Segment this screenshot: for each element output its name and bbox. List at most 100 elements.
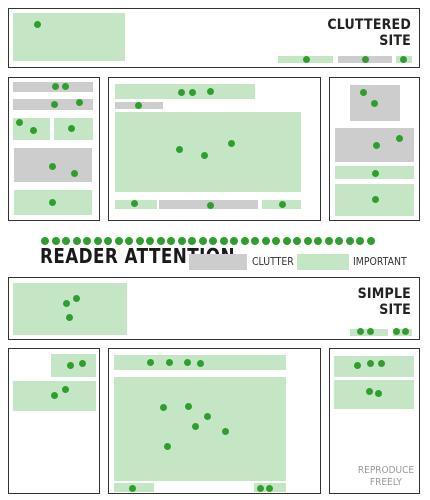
attention-row-dot <box>51 237 60 245</box>
attention-row-dot <box>219 237 228 245</box>
attention-dot <box>184 359 191 366</box>
content-body-block <box>115 112 301 192</box>
attention-dot <box>178 89 185 96</box>
attention-dot <box>135 102 142 109</box>
clutter-legend-swatch <box>189 254 247 270</box>
attention-row-dot <box>356 237 364 245</box>
clutter-legend-label: CLUTTER <box>252 255 294 268</box>
attention-dot <box>360 89 367 96</box>
attention-dot <box>366 388 373 395</box>
attention-row-dot <box>335 237 343 245</box>
sidebar-block <box>334 356 414 377</box>
attention-dot <box>73 295 80 302</box>
simple-main-content <box>108 348 321 494</box>
attention-row-dot <box>366 237 375 245</box>
simple-left-sidebar <box>8 348 100 494</box>
attention-dot <box>30 127 37 134</box>
attention-row-dot <box>282 237 291 245</box>
attention-row-dot <box>345 237 354 245</box>
cluttered-main-content <box>108 77 321 221</box>
attention-row-dot <box>72 237 81 245</box>
attention-dot <box>266 485 273 492</box>
attention-dot <box>400 56 407 63</box>
attention-dot <box>51 101 58 108</box>
attention-dot <box>67 362 74 369</box>
attention-dot <box>367 360 374 367</box>
attention-row-dot <box>177 237 186 245</box>
attention-dot <box>279 201 286 208</box>
attention-row-dot <box>62 237 70 245</box>
attention-dot <box>79 360 86 367</box>
attention-dot <box>192 423 199 430</box>
attention-dot <box>49 199 56 206</box>
sidebar-block <box>334 380 414 409</box>
cluttered-site-title: CLUTTERED SITE <box>327 17 411 49</box>
attention-dot <box>257 485 264 492</box>
content-headline-block <box>115 84 255 99</box>
attention-row-dot <box>114 237 123 245</box>
attention-row-dot <box>272 237 280 245</box>
attention-row-dot <box>41 237 49 245</box>
attention-dot <box>375 390 382 397</box>
attention-row-dot <box>303 237 312 245</box>
attention-row-dot <box>104 237 112 245</box>
attention-row-dot <box>125 237 133 245</box>
attention-dot <box>354 362 361 369</box>
attention-row-dot <box>240 237 249 245</box>
attention-dot <box>131 200 138 207</box>
attention-row-dot <box>293 237 301 245</box>
important-legend-label: IMPORTANT <box>353 255 407 268</box>
attention-dot <box>164 443 171 450</box>
attention-row-dot <box>209 237 217 245</box>
attention-row-dot <box>314 237 322 245</box>
attention-dot <box>402 328 409 335</box>
attention-dot <box>201 152 208 159</box>
attention-dot <box>76 99 83 106</box>
attention-dot <box>176 146 183 153</box>
attention-dot <box>160 404 167 411</box>
attention-dot <box>393 328 400 335</box>
important-legend-swatch <box>297 254 349 270</box>
attention-dot <box>357 328 364 335</box>
attention-row-dot <box>156 237 165 245</box>
attention-row-dot <box>261 237 270 245</box>
attention-row-dot <box>83 237 91 245</box>
reproduce-freely-credit: REPRODUCE FREELY <box>357 465 415 488</box>
attention-dot <box>372 170 379 177</box>
attention-dot <box>16 119 23 126</box>
attention-row-dot <box>198 237 207 245</box>
attention-dot <box>362 56 369 63</box>
attention-dot <box>197 360 204 367</box>
attention-dot <box>147 359 154 366</box>
attention-dot <box>303 56 310 63</box>
attention-dot <box>222 428 229 435</box>
attention-dot <box>396 135 403 142</box>
attention-dot <box>66 314 73 321</box>
attention-dot <box>207 202 214 209</box>
attention-dot <box>189 89 196 96</box>
attention-dot <box>371 100 378 107</box>
attention-dot <box>228 140 235 147</box>
simple-header-panel: SIMPLE SITE <box>8 277 420 340</box>
attention-dot <box>34 21 41 28</box>
attention-dot <box>166 359 173 366</box>
simple-right-sidebar: REPRODUCE FREELY <box>329 348 420 494</box>
attention-dot <box>204 413 211 420</box>
attention-row-dot <box>251 237 259 245</box>
attention-row-dot <box>135 237 144 245</box>
attention-dot <box>63 300 70 307</box>
attention-dot <box>49 163 56 170</box>
content-body-block <box>114 377 286 481</box>
attention-dot <box>62 386 69 393</box>
cluttered-header-panel: CLUTTERED SITE <box>8 8 420 68</box>
header-banner-block <box>13 283 127 335</box>
attention-dot <box>51 392 58 399</box>
attention-dot <box>62 83 69 90</box>
attention-dot <box>367 328 374 335</box>
attention-row-dot <box>167 237 175 245</box>
attention-dot <box>68 125 75 132</box>
attention-dot <box>185 403 192 410</box>
attention-row-dot <box>146 237 154 245</box>
attention-dot <box>373 142 380 149</box>
attention-row-dot <box>93 237 102 245</box>
